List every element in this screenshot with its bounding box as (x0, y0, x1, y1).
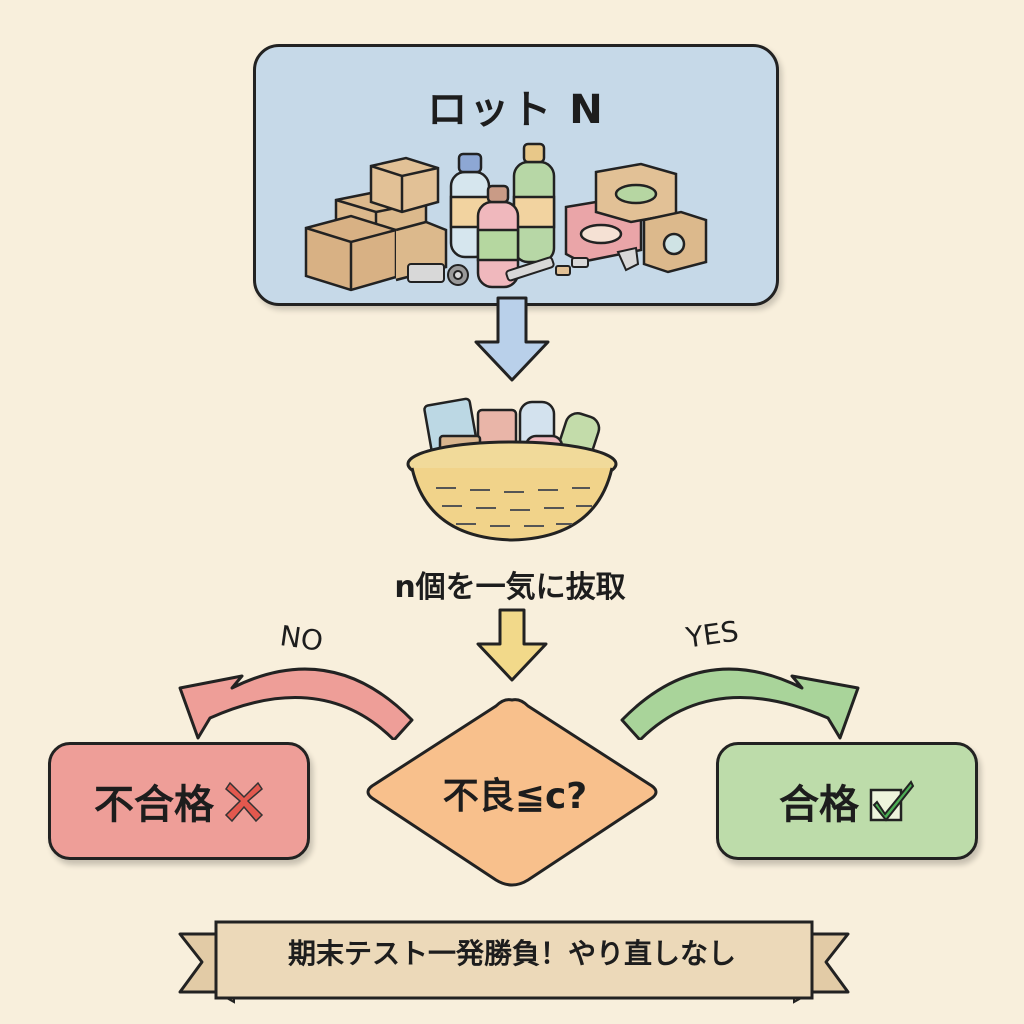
lot-box: ロット N (253, 44, 779, 306)
accept-label: 合格 (779, 782, 859, 828)
arrow-down-icon (474, 296, 550, 382)
arrow-no-icon (178, 667, 414, 740)
cross-icon (224, 781, 264, 823)
bottle-icon (449, 142, 556, 289)
lot-items-illustration (304, 142, 708, 292)
banner-ribbon (178, 920, 850, 1004)
product-box-icon (564, 162, 708, 274)
decision-label: 不良≦c? (442, 776, 588, 817)
arrow-yes-icon (620, 667, 860, 740)
check-box-icon (869, 780, 915, 822)
lot-title: ロット N (427, 87, 605, 133)
reject-label: 不合格 (94, 782, 214, 828)
basket-icon (406, 397, 618, 542)
small-parts-icon (407, 246, 640, 286)
banner-text: 期末テスト一発勝負！やり直しなし (287, 937, 736, 970)
sampling-caption: n個を一気に抜取 (394, 570, 626, 605)
accept-box: 合格 (716, 742, 978, 860)
reject-box: 不合格 (48, 742, 310, 860)
arrow-down-icon (476, 608, 548, 682)
cardboard-box-icon (304, 156, 448, 292)
decision-diamond (366, 698, 658, 887)
